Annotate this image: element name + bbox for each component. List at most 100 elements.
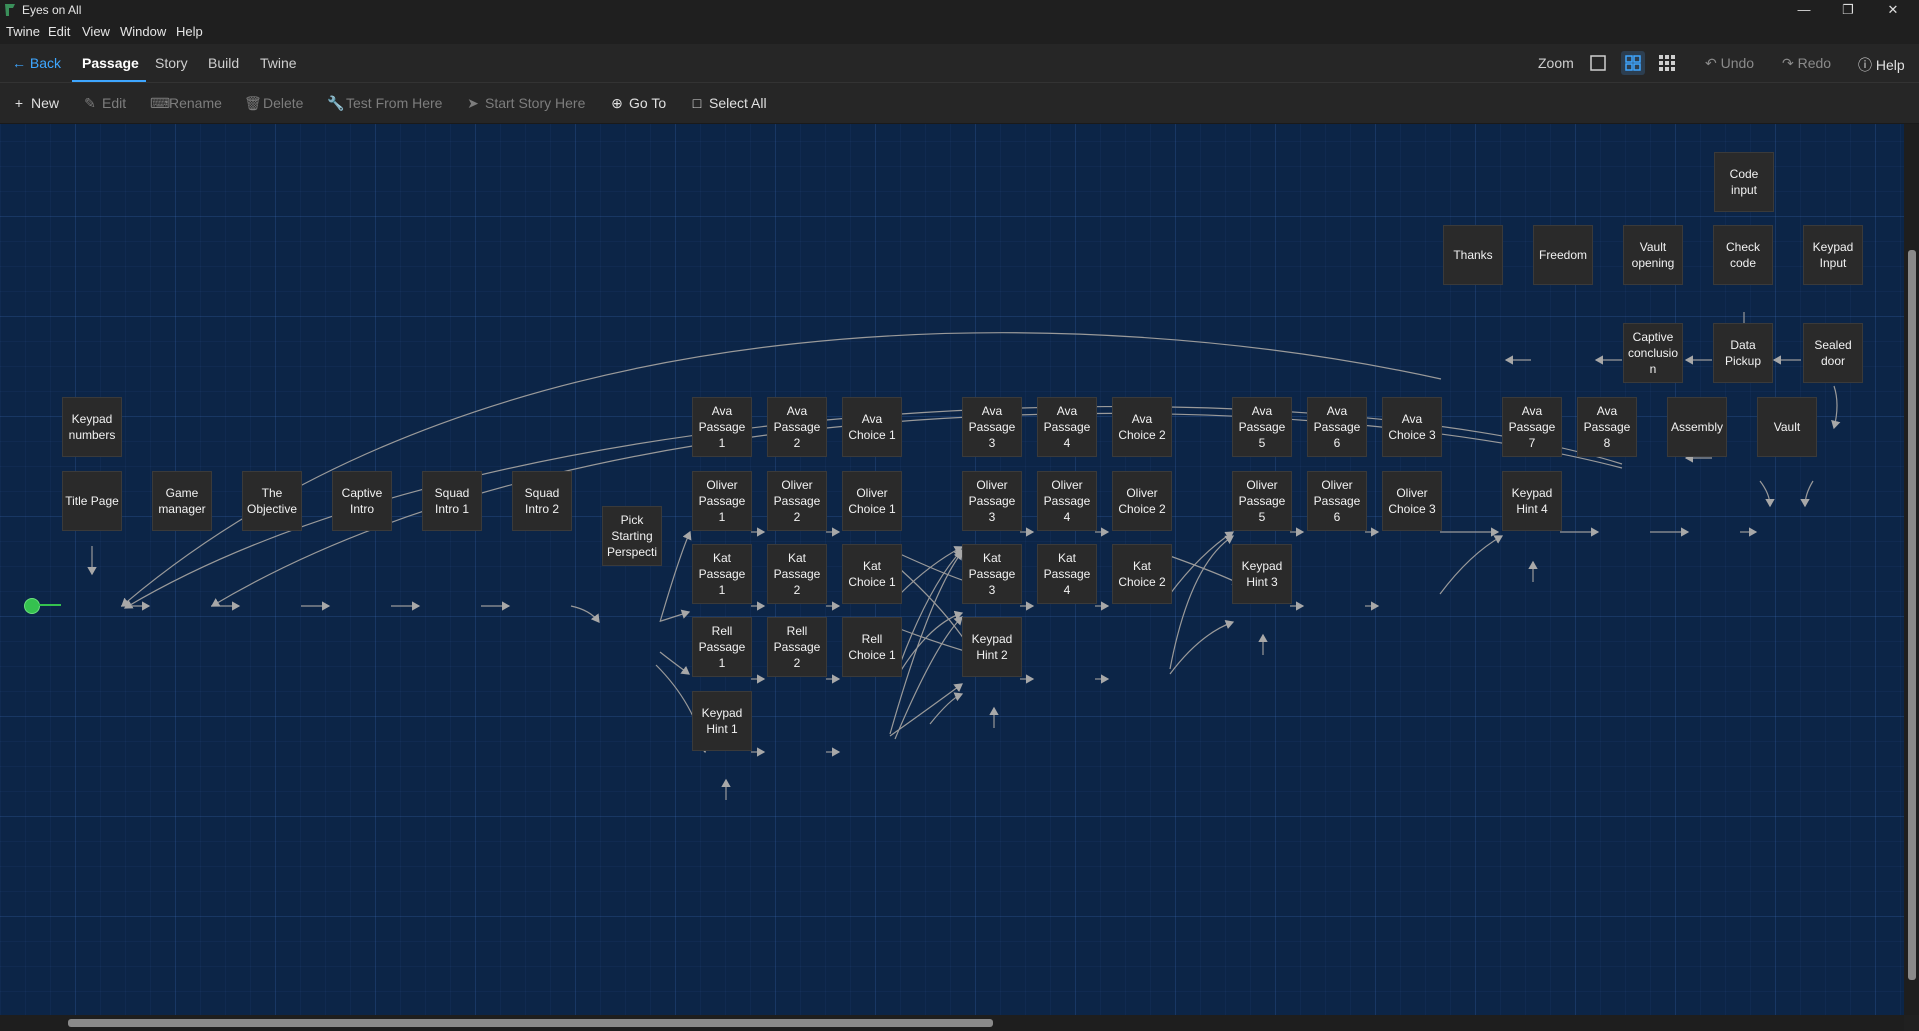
passage-kat-choice-1[interactable]: Kat Choice 1 xyxy=(842,544,902,604)
menu-help[interactable]: Help xyxy=(176,24,203,39)
tab-passage[interactable]: Passage xyxy=(82,55,139,71)
top-tab-bar: ← Back Passage Story Build Twine Zoom ↶ … xyxy=(0,44,1919,83)
passage-freedom[interactable]: Freedom xyxy=(1533,225,1593,285)
passage-kat-choice-2[interactable]: Kat Choice 2 xyxy=(1112,544,1172,604)
passage-rell-choice-1[interactable]: Rell Choice 1 xyxy=(842,617,902,677)
passage-oliver-choice-1[interactable]: Oliver Choice 1 xyxy=(842,471,902,531)
passage-ava-passage-8[interactable]: Ava Passage 8 xyxy=(1577,397,1637,457)
passage-assembly[interactable]: Assembly xyxy=(1667,397,1727,457)
passage-oliver-passage-2[interactable]: Oliver Passage 2 xyxy=(767,471,827,531)
horizontal-scroll-thumb[interactable] xyxy=(68,1019,993,1027)
passage-keypad-hint-2[interactable]: Keypad Hint 2 xyxy=(962,617,1022,677)
zoom-large-button[interactable] xyxy=(1586,51,1610,75)
passage-data-pickup[interactable]: Data Pickup xyxy=(1713,323,1773,383)
window-title: Eyes on All xyxy=(22,3,82,17)
menu-view[interactable]: View xyxy=(82,24,110,39)
tab-story[interactable]: Story xyxy=(155,55,188,71)
passage-ava-choice-3[interactable]: Ava Choice 3 xyxy=(1382,397,1442,457)
undo-button[interactable]: ↶ Undo xyxy=(1705,55,1754,72)
pencil-icon: ✎ xyxy=(84,95,96,111)
passage-ava-choice-1[interactable]: Ava Choice 1 xyxy=(842,397,902,457)
redo-icon: ↷ xyxy=(1782,55,1794,71)
passage-ava-passage-3[interactable]: Ava Passage 3 xyxy=(962,397,1022,457)
tool-icon: 🔧 xyxy=(327,95,345,111)
grid-2x2-icon xyxy=(1625,55,1641,71)
passage-keypad-hint-1[interactable]: Keypad Hint 1 xyxy=(692,691,752,751)
passage-kat-passage-1[interactable]: Kat Passage 1 xyxy=(692,544,752,604)
select-all-button[interactable]: □Select All xyxy=(690,95,767,111)
help-button[interactable]: ⓘ Help xyxy=(1858,55,1905,75)
vertical-scrollbar[interactable] xyxy=(1904,124,1919,1015)
passage-oliver-passage-1[interactable]: Oliver Passage 1 xyxy=(692,471,752,531)
vertical-scroll-thumb[interactable] xyxy=(1908,250,1916,980)
passage-pick-starting-perspective[interactable]: Pick Starting Perspective xyxy=(602,506,662,566)
menu-edit[interactable]: Edit xyxy=(48,24,71,39)
passage-game-manager[interactable]: Game manager xyxy=(152,471,212,531)
passage-oliver-choice-2[interactable]: Oliver Choice 2 xyxy=(1112,471,1172,531)
passage-thanks[interactable]: Thanks xyxy=(1443,225,1503,285)
passage-keypad-numbers[interactable]: Keypad numbers xyxy=(62,397,122,457)
passage-check-code[interactable]: Check code xyxy=(1713,225,1773,285)
passage-keypad-hint-3[interactable]: Keypad Hint 3 xyxy=(1232,544,1292,604)
passage-ava-choice-2[interactable]: Ava Choice 2 xyxy=(1112,397,1172,457)
passage-the-objective[interactable]: The Objective xyxy=(242,471,302,531)
delete-passage-button[interactable]: 🗑Delete xyxy=(244,95,303,112)
arrow-left-icon: ← xyxy=(12,55,26,71)
tab-twine[interactable]: Twine xyxy=(260,55,297,71)
passage-keypad-input[interactable]: Keypad Input xyxy=(1803,225,1863,285)
redo-button[interactable]: ↷ Redo xyxy=(1782,55,1831,72)
passage-oliver-passage-4[interactable]: Oliver Passage 4 xyxy=(1037,471,1097,531)
passage-sealed-door[interactable]: Sealed door xyxy=(1803,323,1863,383)
redo-label: Redo xyxy=(1797,55,1832,71)
rename-passage-button[interactable]: ⌨Rename xyxy=(150,95,222,112)
back-button[interactable]: ← Back xyxy=(12,55,61,71)
window-titlebar: Eyes on All — ❐ ✕ xyxy=(0,0,1919,20)
passage-ava-passage-7[interactable]: Ava Passage 7 xyxy=(1502,397,1562,457)
passage-oliver-choice-3[interactable]: Oliver Choice 3 xyxy=(1382,471,1442,531)
passage-rell-passage-2[interactable]: Rell Passage 2 xyxy=(767,617,827,677)
passage-keypad-hint-4[interactable]: Keypad Hint 4 xyxy=(1502,471,1562,531)
passage-kat-passage-2[interactable]: Kat Passage 2 xyxy=(767,544,827,604)
passage-kat-passage-4[interactable]: Kat Passage 4 xyxy=(1037,544,1097,604)
passage-code-input[interactable]: Code input xyxy=(1714,152,1774,212)
passage-vault[interactable]: Vault xyxy=(1757,397,1817,457)
passage-oliver-passage-3[interactable]: Oliver Passage 3 xyxy=(962,471,1022,531)
new-passage-button[interactable]: +New xyxy=(12,95,59,111)
restore-icon[interactable]: ❐ xyxy=(1842,2,1854,17)
go-to-button[interactable]: ⊕Go To xyxy=(610,95,666,112)
tab-build[interactable]: Build xyxy=(208,55,240,71)
story-map-canvas[interactable]: Code input Thanks Freedom Vault opening … xyxy=(0,124,1904,1015)
square-icon xyxy=(1590,55,1606,71)
new-label: New xyxy=(31,95,60,111)
passage-oliver-passage-5[interactable]: Oliver Passage 5 xyxy=(1232,471,1292,531)
story-start-icon xyxy=(24,598,40,614)
passage-title-page[interactable]: Title Page xyxy=(62,471,122,531)
passage-ava-passage-6[interactable]: Ava Passage 6 xyxy=(1307,397,1367,457)
zoom-medium-button[interactable] xyxy=(1621,51,1645,75)
passage-ava-passage-1[interactable]: Ava Passage 1 xyxy=(692,397,752,457)
test-from-here-button[interactable]: 🔧Test From Here xyxy=(327,95,442,112)
edit-passage-button[interactable]: ✎Edit xyxy=(83,95,126,112)
test-from-here-label: Test From Here xyxy=(346,95,443,111)
passage-ava-passage-2[interactable]: Ava Passage 2 xyxy=(767,397,827,457)
minimize-icon[interactable]: — xyxy=(1797,2,1811,17)
passage-captive-conclusion[interactable]: Captive conclusion xyxy=(1623,323,1683,383)
zoom-small-button[interactable] xyxy=(1655,51,1679,75)
passage-rell-passage-1[interactable]: Rell Passage 1 xyxy=(692,617,752,677)
passage-squad-intro-1[interactable]: Squad Intro 1 xyxy=(422,471,482,531)
passage-ava-passage-5[interactable]: Ava Passage 5 xyxy=(1232,397,1292,457)
passage-vault-opening[interactable]: Vault opening xyxy=(1623,225,1683,285)
close-icon[interactable]: ✕ xyxy=(1887,2,1899,17)
passage-ava-passage-4[interactable]: Ava Passage 4 xyxy=(1037,397,1097,457)
passage-oliver-passage-6[interactable]: Oliver Passage 6 xyxy=(1307,471,1367,531)
menu-window[interactable]: Window xyxy=(120,24,167,39)
story-start-connector xyxy=(38,604,61,606)
rename-label: Rename xyxy=(169,95,222,111)
passage-squad-intro-2[interactable]: Squad Intro 2 xyxy=(512,471,572,531)
passage-captive-intro[interactable]: Captive Intro xyxy=(332,471,392,531)
passage-kat-passage-3[interactable]: Kat Passage 3 xyxy=(962,544,1022,604)
start-story-here-button[interactable]: ➤Start Story Here xyxy=(466,95,585,112)
menu-twine[interactable]: Twine xyxy=(6,24,40,39)
horizontal-scrollbar[interactable] xyxy=(0,1015,1904,1031)
select-all-label: Select All xyxy=(709,95,767,111)
